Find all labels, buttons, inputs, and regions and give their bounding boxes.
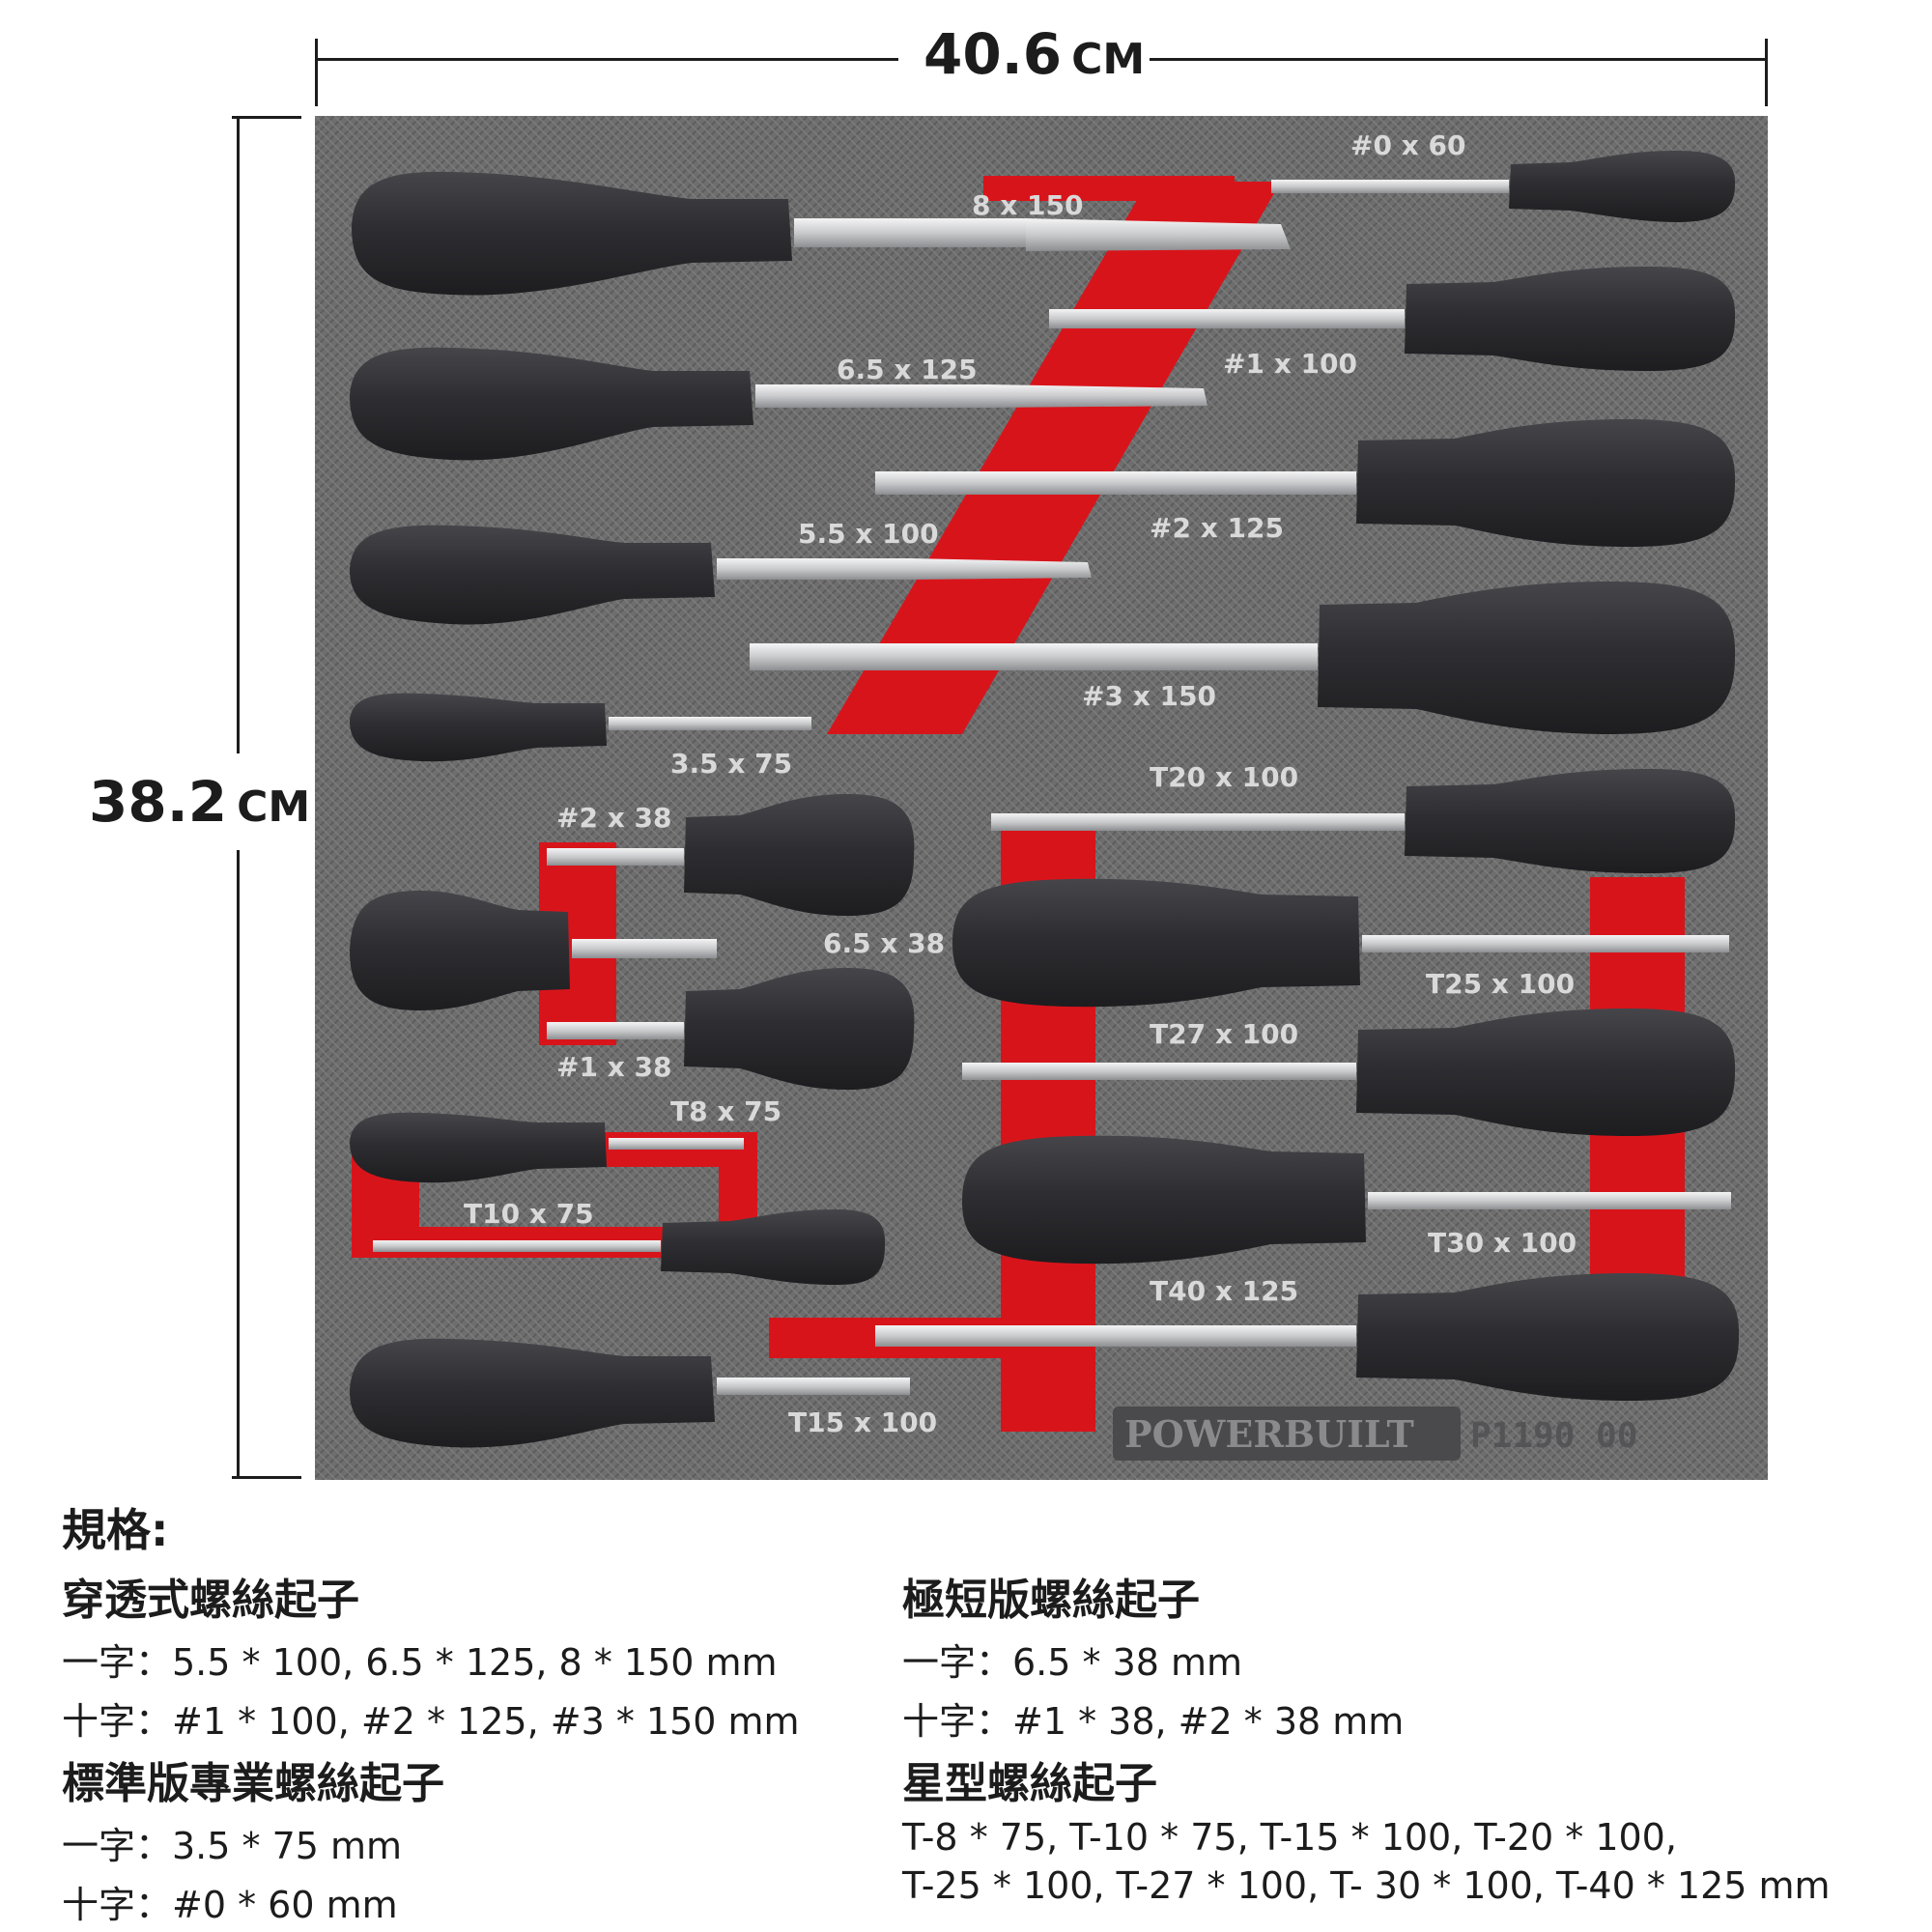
width-dimension — [315, 39, 1768, 106]
label-2x125: #2 x 125 — [1150, 512, 1284, 544]
tool-6.5x38 — [350, 891, 717, 1010]
label-t25x100: T25 x 100 — [1426, 968, 1575, 1000]
spec-line: T-25 * 100, T-27 * 100, T- 30 * 100, T-4… — [902, 1864, 1831, 1907]
tool-5.5x100 — [350, 525, 1092, 625]
label-t40x125: T40 x 125 — [1150, 1275, 1298, 1307]
label-t15x100: T15 x 100 — [788, 1406, 937, 1438]
height-line-bottom — [237, 850, 240, 1478]
width-line-right — [1150, 58, 1768, 61]
height-line-top — [237, 116, 240, 753]
label-6.5x38: 6.5 x 38 — [823, 927, 945, 959]
tool-3x150 — [750, 582, 1736, 734]
tool-t30x100 — [962, 1135, 1731, 1264]
tool-t25x100 — [952, 878, 1729, 1008]
tool-1x100 — [1049, 267, 1736, 371]
height-tick-top — [232, 116, 301, 119]
spec-line: 十字：#1 * 38, #2 * 38 mm — [902, 1700, 1405, 1743]
specs-heading: 規格: — [62, 1504, 169, 1556]
spec-line: 一字：6.5 * 38 mm — [902, 1641, 1243, 1684]
spec-line: 一字：5.5 * 100, 6.5 * 125, 8 * 150 mm — [62, 1641, 778, 1684]
label-0x60: #0 x 60 — [1350, 129, 1465, 161]
tray-code: P1190 00 — [1470, 1416, 1637, 1456]
spec-title: 穿透式螺絲起子 — [62, 1576, 359, 1625]
brand-plate — [1113, 1406, 1461, 1461]
spec-line: 十字：#1 * 100, #2 * 125, #3 * 150 mm — [62, 1700, 800, 1743]
tool-6.5x125 — [350, 347, 1208, 461]
height-tick-bottom — [232, 1476, 301, 1479]
tool-2x125 — [875, 419, 1736, 547]
spec-group-standard: 標準版專業螺絲起子 一字：3.5 * 75 mm 十字：#0 * 60 mm — [62, 1748, 444, 1928]
label-t8x75: T8 x 75 — [670, 1095, 781, 1127]
tool-2x38 — [547, 794, 915, 916]
spec-title: 星型螺絲起子 — [902, 1759, 1157, 1808]
tool-t27x100 — [962, 1009, 1736, 1136]
label-1x38: #1 x 38 — [556, 1051, 671, 1083]
label-6.5x125: 6.5 x 125 — [837, 354, 978, 385]
tool-8x150 — [352, 171, 1291, 296]
spec-line: 一字：3.5 * 75 mm — [62, 1825, 403, 1867]
tool-t15x100 — [350, 1338, 910, 1448]
spec-title: 極短版螺絲起子 — [902, 1576, 1200, 1625]
label-t30x100: T30 x 100 — [1428, 1227, 1577, 1259]
width-tick-right — [1765, 39, 1768, 106]
spec-title: 標準版專業螺絲起子 — [62, 1759, 444, 1808]
tool-3.5x75 — [350, 693, 811, 762]
width-tick-left — [315, 39, 318, 106]
width-line-left — [315, 58, 898, 61]
label-1x100: #1 x 100 — [1223, 348, 1357, 380]
tool-1x38 — [547, 968, 915, 1090]
spec-line: T-8 * 75, T-10 * 75, T-15 * 100, T-20 * … — [902, 1816, 1677, 1859]
label-t10x75: T10 x 75 — [464, 1198, 594, 1230]
label-2x38: #2 x 38 — [556, 802, 671, 834]
label-3.5x75: 3.5 x 75 — [670, 748, 792, 780]
label-8x150: 8 x 150 — [972, 189, 1084, 221]
label-5.5x100: 5.5 x 100 — [798, 518, 939, 550]
spec-group-stubby: 極短版螺絲起子 一字：6.5 * 38 mm 十字：#1 * 38, #2 * … — [902, 1565, 1404, 1745]
label-3x150: #3 x 150 — [1082, 680, 1216, 712]
spec-group-through: 穿透式螺絲起子 一字：5.5 * 100, 6.5 * 125, 8 * 150… — [62, 1565, 800, 1745]
tool-t20x100 — [991, 769, 1736, 873]
brand-logo: POWERBUILT — [1124, 1412, 1414, 1456]
tool-t10x75 — [373, 1209, 886, 1285]
tool-t8x75 — [350, 1112, 744, 1183]
spec-line: 十字：#0 * 60 mm — [62, 1884, 398, 1926]
label-t20x100: T20 x 100 — [1150, 761, 1298, 793]
tool-0x60 — [1271, 151, 1736, 222]
spec-group-torx: 星型螺絲起子 T-8 * 75, T-10 * 75, T-15 * 100, … — [902, 1748, 1831, 1907]
tool-t40x125 — [875, 1273, 1740, 1401]
label-t27x100: T27 x 100 — [1150, 1018, 1298, 1050]
size-labels: 8 x 150 #0 x 60 #1 x 100 6.5 x 125 #2 x … — [464, 129, 1577, 1438]
screwdriver-tray: 8 x 150 #0 x 60 #1 x 100 6.5 x 125 #2 x … — [315, 116, 1768, 1480]
